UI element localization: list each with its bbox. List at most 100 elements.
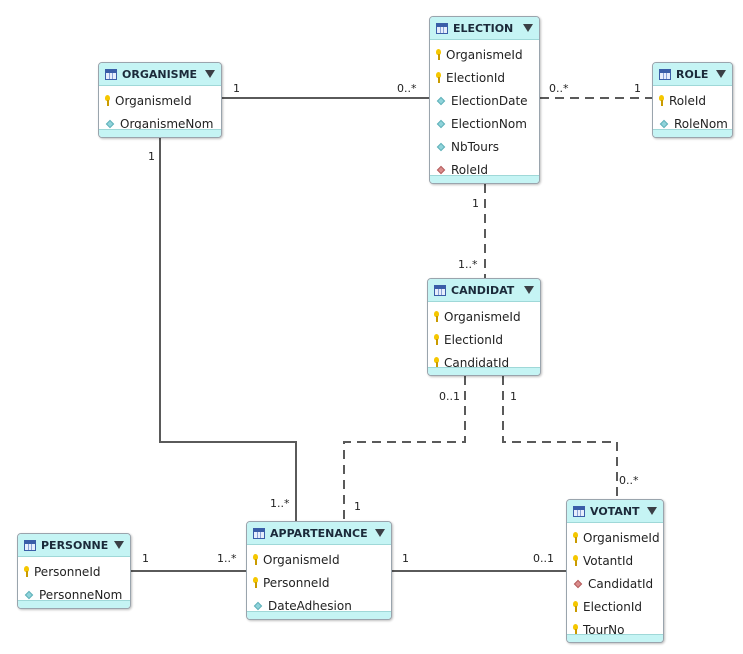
- attribute-name: PersonneId: [263, 575, 330, 590]
- attribute-row[interactable]: ElectionNom: [430, 112, 539, 135]
- attribute-name: RoleNom: [674, 116, 728, 131]
- entity-header[interactable]: ORGANISME: [99, 63, 221, 86]
- attribute-name: ElectionId: [446, 70, 506, 85]
- attribute-row[interactable]: OrganismeId: [567, 526, 663, 549]
- entity-footer: [430, 175, 539, 183]
- table-icon: [434, 284, 446, 296]
- entity-header[interactable]: ELECTION: [430, 17, 539, 40]
- attribute-row[interactable]: OrganismeId: [247, 548, 391, 571]
- entity-title: APPARTENANCE: [270, 526, 368, 540]
- card-election-candidat-from: 1: [472, 197, 479, 210]
- attribute-row[interactable]: OrganismeId: [430, 43, 539, 66]
- collapse-triangle-icon[interactable]: [114, 541, 125, 549]
- attribute-diamond-icon: [24, 590, 34, 599]
- card-personne-appartenance-to: 1..*: [217, 552, 237, 565]
- primary-key-icon: [436, 49, 441, 60]
- card-election-candidat-to: 1..*: [458, 258, 478, 271]
- attribute-row[interactable]: OrganismeId: [428, 305, 540, 328]
- table-icon: [659, 68, 671, 80]
- attribute-name: OrganismeId: [263, 552, 340, 567]
- attribute-name: OrganismeNom: [120, 116, 214, 131]
- entity-title: VOTANT: [590, 504, 640, 518]
- attribute-row[interactable]: PersonneId: [247, 571, 391, 594]
- primary-key-icon: [573, 624, 578, 635]
- attribute-name: ElectionNom: [451, 116, 527, 131]
- attribute-row[interactable]: OrganismeNom: [99, 112, 221, 135]
- table-icon: [105, 68, 117, 80]
- attribute-row[interactable]: PersonneNom: [18, 583, 130, 606]
- attribute-diamond-icon: [253, 601, 263, 610]
- attribute-name: OrganismeId: [115, 93, 192, 108]
- attribute-row[interactable]: TourNo: [567, 618, 663, 641]
- attribute-name: TourNo: [583, 622, 625, 637]
- attribute-name: VotantId: [583, 553, 634, 568]
- attribute-row[interactable]: VotantId: [567, 549, 663, 572]
- rel-candidat-appartenance: [343, 376, 466, 521]
- attribute-row[interactable]: ElectionId: [567, 595, 663, 618]
- attribute-row[interactable]: ElectionId: [428, 328, 540, 351]
- attribute-name: CandidatId: [588, 576, 654, 591]
- attribute-name: RoleId: [669, 93, 707, 108]
- entity-footer: [99, 129, 221, 137]
- entity-header[interactable]: APPARTENANCE: [247, 522, 391, 545]
- attribute-row[interactable]: RoleNom: [653, 112, 732, 135]
- primary-key-icon: [434, 334, 439, 345]
- collapse-triangle-icon[interactable]: [716, 70, 726, 78]
- collapse-triangle-icon[interactable]: [524, 286, 534, 294]
- attribute-name: PersonneId: [34, 564, 101, 579]
- rel-candidat-votant: [502, 376, 618, 499]
- card-election-role-from: 0..*: [549, 82, 569, 95]
- attribute-row[interactable]: OrganismeId: [99, 89, 221, 112]
- primary-key-icon: [253, 554, 258, 565]
- card-organisme-appartenance-to: 1..*: [270, 497, 290, 510]
- attribute-row[interactable]: ElectionId: [430, 66, 539, 89]
- collapse-triangle-icon[interactable]: [205, 70, 215, 78]
- attribute-name: NbTours: [451, 139, 500, 154]
- attribute-row[interactable]: DateAdhesion: [247, 594, 391, 617]
- collapse-triangle-icon[interactable]: [375, 529, 385, 537]
- entity-header[interactable]: PERSONNE: [18, 534, 130, 557]
- card-candidat-appartenance-to: 1: [354, 500, 361, 513]
- entity-title: CANDIDAT: [451, 283, 515, 297]
- card-personne-appartenance-from: 1: [142, 552, 149, 565]
- attribute-row[interactable]: PersonneId: [18, 560, 130, 583]
- attribute-name: CandidatId: [444, 355, 510, 370]
- attribute-row[interactable]: NbTours: [430, 135, 539, 158]
- foreign-key-diamond-icon: [573, 579, 583, 588]
- rel-organisme-appartenance: [159, 138, 297, 521]
- primary-key-icon: [659, 95, 664, 106]
- card-appartenance-votant-from: 1: [402, 552, 409, 565]
- collapse-triangle-icon[interactable]: [647, 507, 657, 515]
- entity-header[interactable]: CANDIDAT: [428, 279, 540, 302]
- attribute-row[interactable]: CandidatId: [428, 351, 540, 374]
- attribute-row[interactable]: RoleId: [430, 158, 539, 181]
- attribute-row[interactable]: RoleId: [653, 89, 732, 112]
- entity-title: ORGANISME: [122, 67, 198, 81]
- entity-header[interactable]: ROLE: [653, 63, 732, 86]
- attribute-row[interactable]: CandidatId: [567, 572, 663, 595]
- entity-header[interactable]: VOTANT: [567, 500, 663, 523]
- table-icon: [573, 505, 585, 517]
- card-appartenance-votant-to: 0..1: [533, 552, 554, 565]
- primary-key-icon: [573, 555, 578, 566]
- card-candidat-votant-to: 0..*: [619, 474, 639, 487]
- collapse-triangle-icon[interactable]: [523, 24, 533, 32]
- entity-footer: [567, 634, 663, 642]
- attribute-name: OrganismeId: [583, 530, 660, 545]
- attribute-row[interactable]: ElectionDate: [430, 89, 539, 112]
- primary-key-icon: [434, 311, 439, 322]
- card-election-role-to: 1: [634, 82, 641, 95]
